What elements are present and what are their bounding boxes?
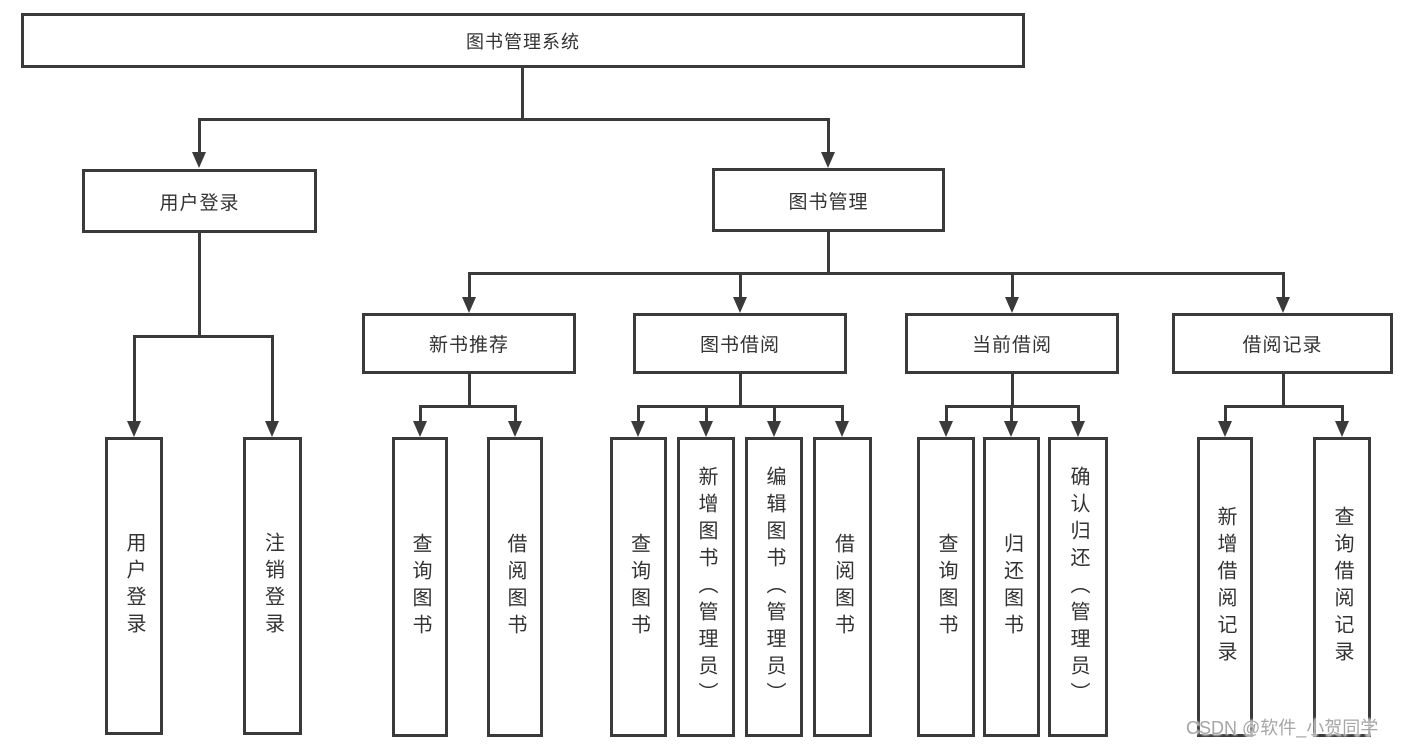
arrowhead-bb-edit [767, 421, 781, 437]
leaf-br-add-record: 新增借阅记录 [1197, 437, 1253, 737]
connector-borrow-records-stem [1282, 272, 1285, 300]
connector-cb-down [1011, 374, 1014, 408]
connector-new-book-recommend-stem [468, 272, 471, 300]
connector-user-login-rail [133, 335, 274, 338]
arrowhead-cb-return [1004, 421, 1018, 437]
connector-cb-query-stem [945, 405, 948, 422]
leaf-bb-edit-books-admin: 编辑图书（管理员） [745, 437, 803, 737]
node-label: 查询借阅记录 [1331, 506, 1353, 668]
arrowhead-leaf-logout [265, 421, 279, 437]
node-book-management: 图书管理 [712, 168, 945, 232]
arrowhead-new-book-recommend [462, 297, 476, 313]
node-label: 用户登录 [123, 532, 145, 640]
arrowhead-cb-confirm [1071, 421, 1085, 437]
node-label: 图书管理 [788, 191, 869, 213]
leaf-bb-query-books: 查询图书 [610, 437, 667, 737]
node-label: 确认归还（管理员） [1067, 465, 1089, 709]
node-label: 当前借阅 [971, 335, 1052, 356]
connector-root-stem [521, 68, 524, 120]
leaf-bb-add-books-admin: 新增图书（管理员） [677, 437, 735, 737]
leaf-cb-confirm-return-admin: 确认归还（管理员） [1048, 437, 1108, 737]
arrowhead-leaf-user-login [127, 421, 141, 437]
connector-bb-borrow-stem [841, 405, 844, 422]
arrowhead-borrow-records [1276, 297, 1290, 313]
connector-bb-edit-stem [773, 405, 776, 422]
connector-bb-query-stem [637, 405, 640, 422]
node-borrow-records: 借阅记录 [1172, 313, 1393, 374]
connector-cb-return-stem [1010, 405, 1013, 422]
connector-br-rail [1224, 405, 1344, 408]
arrowhead-bb-borrow [835, 421, 849, 437]
node-new-book-recommend: 新书推荐 [362, 313, 576, 374]
leaf-nbr-borrow-books: 借阅图书 [487, 437, 543, 737]
connector-book-management-down [827, 232, 830, 275]
connector-br-down [1282, 374, 1285, 408]
arrowhead-current-borrow [1005, 297, 1019, 313]
leaf-cb-query-books: 查询图书 [917, 437, 975, 737]
arrowhead-book-management [821, 152, 835, 168]
arrowhead-bb-add [699, 421, 713, 437]
arrowhead-nbr-borrow [508, 421, 522, 437]
connector-level3-rail [468, 272, 1285, 275]
connector-nbr-borrow-stem [514, 405, 517, 422]
leaf-user-login: 用户登录 [105, 437, 163, 735]
node-label: 借阅图书 [831, 533, 854, 641]
node-label: 图书管理系统 [466, 31, 580, 52]
connector-user-login-down [198, 233, 201, 338]
node-label: 图书借阅 [699, 335, 780, 356]
connector-cb-confirm-stem [1077, 405, 1080, 422]
arrowhead-br-add [1218, 421, 1232, 437]
connector-book-borrow-stem [739, 272, 742, 300]
arrowhead-book-borrow [733, 297, 747, 313]
csdn-watermark: CSDN @软件_小贺同学 [1186, 718, 1379, 738]
node-label: 借阅记录 [1242, 335, 1323, 356]
node-label: 编辑图书（管理员） [763, 465, 785, 709]
leaf-cb-return-books: 归还图书 [983, 437, 1040, 737]
connector-nbr-down [468, 374, 471, 408]
connector-level2-rail [198, 118, 830, 121]
connector-user-login-stem [198, 118, 201, 154]
node-book-borrow: 图书借阅 [633, 313, 847, 374]
node-label: 新书推荐 [428, 335, 509, 356]
arrowhead-cb-query [939, 421, 953, 437]
arrowhead-bb-query [631, 421, 645, 437]
connector-br-add-stem [1224, 405, 1227, 422]
connector-bb-add-stem [705, 405, 708, 422]
leaf-logout: 注销登录 [243, 437, 302, 735]
node-library-management-system: 图书管理系统 [21, 13, 1025, 68]
connector-br-query-stem [1341, 405, 1344, 422]
arrowhead-br-query [1335, 421, 1349, 437]
connector-current-borrow-stem [1011, 272, 1014, 300]
arrowhead-user-login [192, 152, 206, 168]
node-label: 借阅图书 [504, 533, 526, 641]
connector-bb-rail [637, 405, 844, 408]
connector-nbr-query-stem [419, 405, 422, 422]
node-label: 查询图书 [409, 533, 431, 641]
leaf-nbr-query-books: 查询图书 [392, 437, 448, 737]
node-label: 查询图书 [627, 533, 650, 641]
leaf-br-query-record: 查询借阅记录 [1313, 437, 1371, 737]
connector-leaf-user-login-stem [133, 335, 136, 422]
arrowhead-nbr-query [413, 421, 427, 437]
node-current-borrow: 当前借阅 [905, 313, 1119, 374]
node-label: 归还图书 [1000, 533, 1023, 641]
node-label: 用户登录 [159, 192, 240, 214]
node-user-login: 用户登录 [82, 169, 317, 233]
node-label: 新增借阅记录 [1214, 506, 1236, 668]
node-label: 新增图书（管理员） [695, 465, 717, 709]
connector-leaf-logout-stem [271, 335, 274, 422]
node-label: 注销登录 [261, 532, 284, 640]
leaf-bb-borrow-books: 借阅图书 [813, 437, 872, 737]
node-label: 查询图书 [935, 533, 957, 641]
connector-book-management-stem [827, 118, 830, 154]
connector-bb-down [739, 374, 742, 408]
connector-nbr-rail [419, 405, 517, 408]
